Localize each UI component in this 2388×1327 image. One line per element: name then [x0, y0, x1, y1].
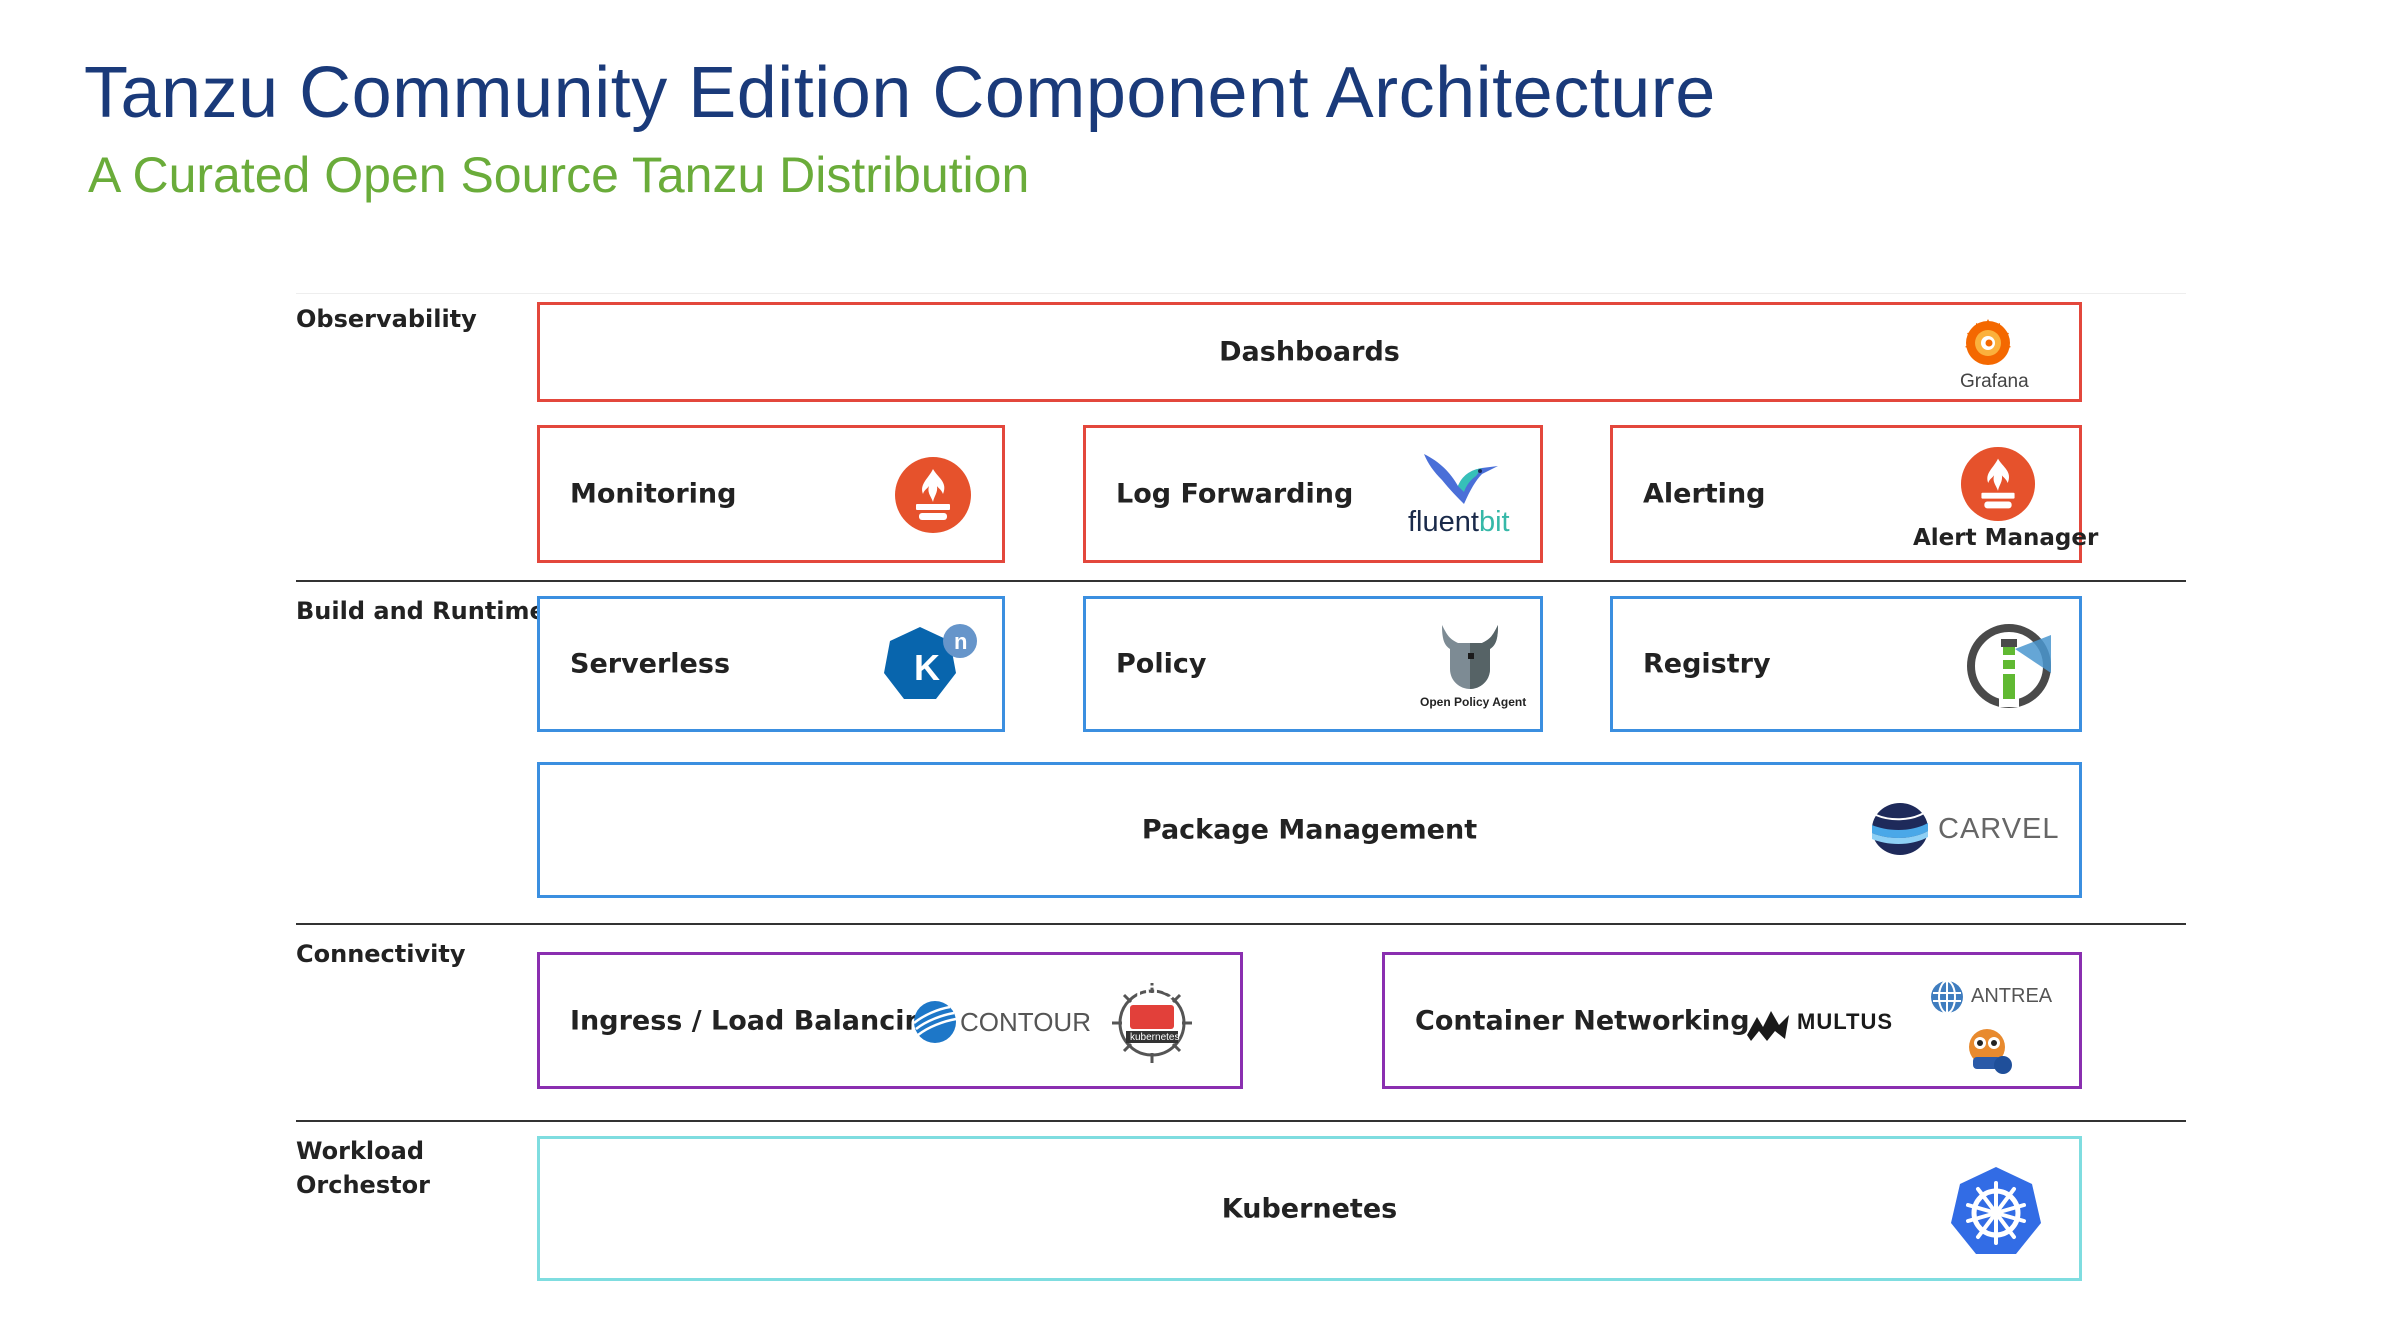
- log-forwarding-box: Log Forwarding fluentbit: [1083, 425, 1543, 563]
- layer-workload: Workload Orchestor: [296, 1134, 430, 1202]
- container-networking-label: Container Networking: [1415, 1005, 1750, 1036]
- carvel-wordmark: CARVEL: [1938, 813, 2060, 845]
- serverless-box: Serverless K n: [537, 596, 1005, 732]
- layer-build-runtime: Build and Runtime: [296, 597, 546, 625]
- alertmanager-icon: [1960, 446, 2036, 522]
- dashboards-label: Dashboards: [1219, 336, 1400, 368]
- ingress-label: Ingress / Load Balancing: [570, 1005, 944, 1036]
- antrea-icon: [1931, 980, 1963, 1014]
- slide-title: Tanzu Community Edition Component Archit…: [84, 53, 1716, 133]
- layer-connectivity: Connectivity: [296, 940, 466, 968]
- rule-connectivity: [296, 923, 2186, 925]
- container-networking-box: Container Networking MULTUS ANTREA: [1382, 952, 2082, 1089]
- fluentbit-wordmark-bit: bit: [1478, 506, 1510, 538]
- dts-kubernetes-icon: [1112, 983, 1192, 1063]
- harbor-icon: [1967, 624, 2051, 708]
- alert-manager-caption: Alert Manager: [1913, 525, 2099, 551]
- policy-box: Policy Open Policy Agent: [1083, 596, 1543, 732]
- package-management-box: Package Management CARVEL: [537, 762, 2082, 898]
- alerting-label: Alerting: [1643, 478, 1766, 510]
- antrea-wordmark: ANTREA: [1971, 985, 2053, 1007]
- kubernetes-label: Kubernetes: [1221, 1193, 1398, 1224]
- open-policy-agent-icon: [1442, 625, 1498, 689]
- package-management-label: Package Management: [1141, 814, 1478, 846]
- layer-workload-line1: Workload: [296, 1137, 424, 1165]
- top-rule: [296, 293, 2186, 294]
- rule-build-runtime: [296, 580, 2186, 582]
- fluentbit-wordmark: fluentbit: [1408, 506, 1510, 539]
- grafana-wordmark: Grafana: [1960, 371, 2029, 392]
- serverless-label: Serverless: [570, 648, 731, 680]
- kubernetes-icon: [1951, 1167, 2041, 1254]
- mascot-icon: [1969, 1029, 2012, 1074]
- ingress-box: Ingress / Load Balancing CONTOUR DTS kub…: [537, 952, 1243, 1089]
- registry-box: Registry: [1610, 596, 2082, 732]
- contour-icon: [913, 1001, 957, 1043]
- policy-label: Policy: [1116, 648, 1207, 680]
- dashboards-box: Dashboards Grafana: [537, 302, 2082, 402]
- monitoring-box: Monitoring: [537, 425, 1005, 563]
- fluentbit-hummingbird-icon: [1424, 454, 1498, 504]
- kubernetes-box: Kubernetes: [537, 1136, 2082, 1281]
- contour-wordmark: CONTOUR: [960, 1007, 1091, 1037]
- layer-workload-line2: Orchestor: [296, 1171, 430, 1199]
- dts-kubernetes-caption: kubernetes: [1130, 1032, 1180, 1043]
- registry-label: Registry: [1643, 648, 1771, 680]
- fluentbit-wordmark-fluent: fluent: [1408, 506, 1479, 538]
- knative-icon: [884, 624, 977, 699]
- monitoring-label: Monitoring: [570, 478, 737, 510]
- alerting-box: Alerting Alert Manager: [1610, 425, 2098, 563]
- prometheus-icon: [895, 457, 971, 533]
- log-forwarding-label: Log Forwarding: [1116, 478, 1354, 510]
- knative-n: n: [954, 629, 968, 654]
- grafana-icon: [1965, 319, 2011, 365]
- multus-icon: [1747, 1011, 1789, 1041]
- dts-wordmark: DTS: [1136, 983, 1174, 1004]
- knative-k: K: [914, 647, 940, 688]
- slide-subtitle: A Curated Open Source Tanzu Distribution: [88, 147, 1030, 203]
- layer-observability: Observability: [296, 305, 477, 333]
- rule-workload: [296, 1120, 2186, 1122]
- carvel-icon: [1872, 803, 1928, 855]
- opa-caption: Open Policy Agent: [1420, 695, 1527, 709]
- multus-wordmark: MULTUS: [1797, 1009, 1894, 1034]
